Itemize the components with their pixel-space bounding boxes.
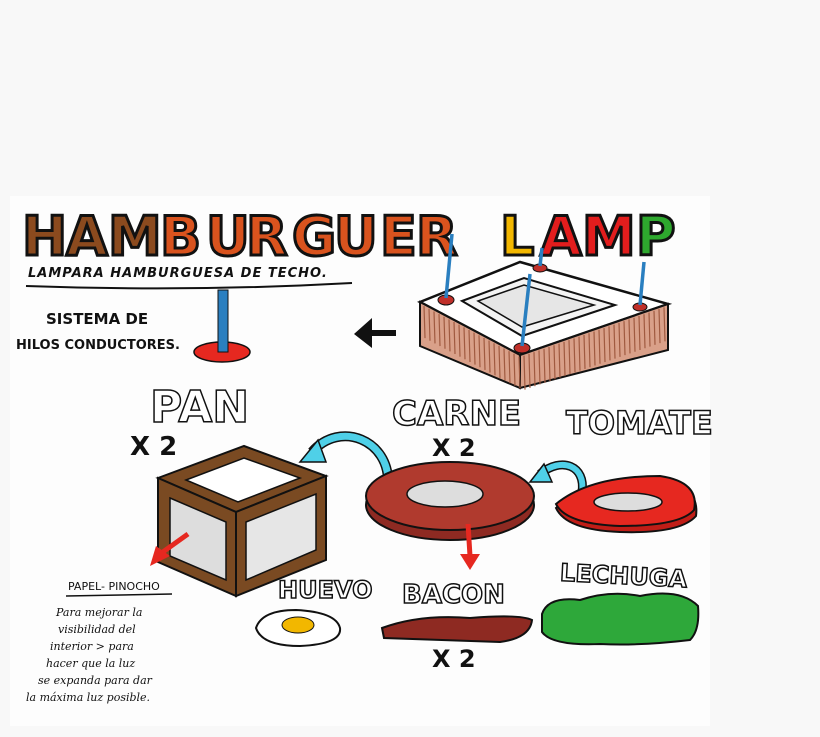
meat-patty-illustration	[365, 461, 535, 541]
tomato-slice-illustration	[554, 474, 698, 534]
word1-letter: H	[20, 204, 68, 270]
wire-icon	[193, 289, 251, 363]
word1-letter: B	[158, 204, 202, 270]
note-heading: PAPEL- PINOCHO	[68, 580, 160, 593]
label-bacon-qty: X 2	[432, 645, 476, 673]
word1-letter: E	[379, 204, 419, 270]
word1-letter: M	[107, 204, 164, 270]
bacon-illustration	[380, 615, 534, 644]
word1-letter: A	[65, 204, 110, 270]
note-line: se expanda para dar	[38, 674, 152, 687]
word1-letter: U	[205, 204, 252, 270]
note-underline	[65, 593, 173, 597]
word2-letter: P	[635, 204, 678, 270]
black-arrow-icon	[354, 318, 396, 348]
word2-letter: M	[581, 204, 638, 270]
note-line: hacer que la luz	[46, 657, 136, 670]
word1-letter: R	[245, 204, 290, 270]
word2-letter: A	[539, 204, 584, 270]
label-huevo: HUEVO	[277, 575, 373, 605]
bread-box-illustration	[155, 444, 329, 598]
egg-illustration	[254, 608, 342, 648]
note-line: interior > para	[50, 640, 134, 653]
word2-letter: L	[498, 204, 535, 270]
wires-label-line2: HILOS CONDUCTORES.	[16, 338, 180, 353]
subtitle-underline	[25, 282, 353, 290]
label-carne-qty: X 2	[432, 434, 476, 462]
wires-label-line1: SISTEMA DE	[46, 310, 149, 328]
subtitle: LAMPARA HAMBURGUESA DE TECHO.	[28, 266, 328, 281]
note-line: la máxima luz posible.	[26, 691, 151, 704]
label-carne: CARNE	[391, 393, 522, 435]
note-line: Para mejorar la	[56, 606, 143, 619]
label-pan: PAN	[149, 381, 250, 434]
lamp-illustration	[417, 233, 673, 390]
word1-letter: G	[290, 204, 337, 270]
label-bacon: BACON	[401, 579, 505, 611]
cyan-arrow-icon	[298, 438, 328, 463]
red-arrow-icon	[150, 546, 170, 566]
label-tomate: TOMATE	[565, 403, 713, 443]
word1-letter: U	[333, 204, 380, 270]
lettuce-illustration	[541, 592, 700, 646]
red-arrow-down-icon	[460, 554, 480, 570]
note-line: visibilidad del	[58, 623, 136, 636]
label-pan-qty: X 2	[130, 432, 178, 462]
